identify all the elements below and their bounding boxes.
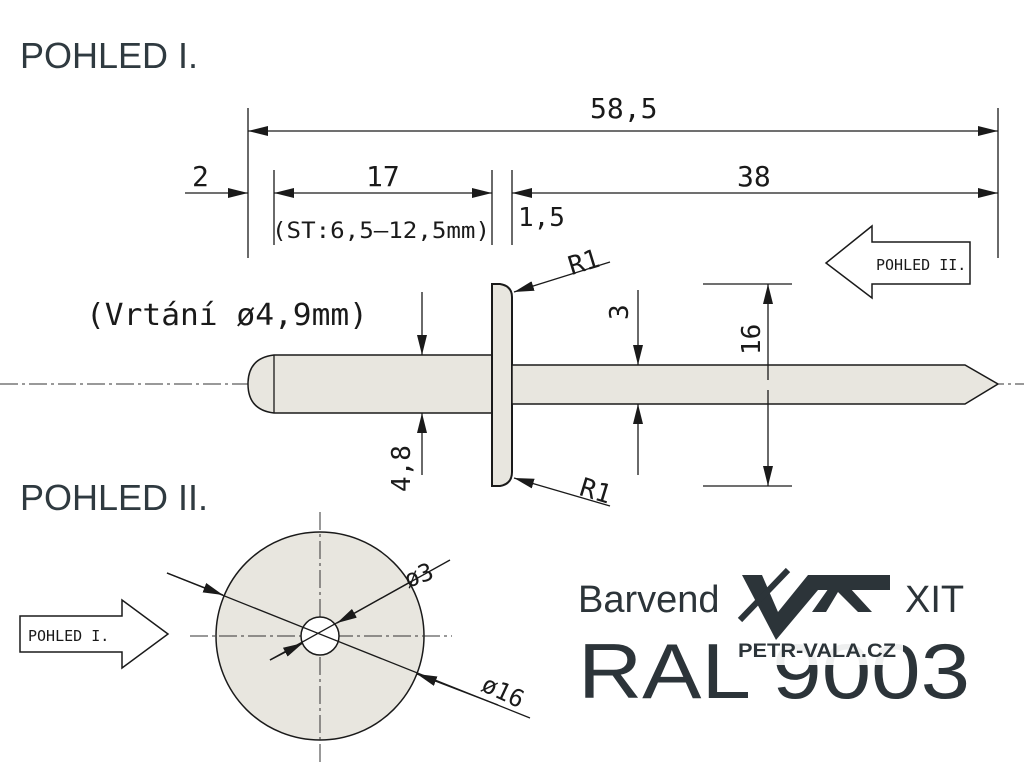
petr-vala-logo-icon: PETR-VALA.CZ — [735, 565, 903, 665]
view2-arrow-label: POHLED II. — [876, 256, 966, 274]
view2-heading: POHLED II. — [20, 477, 208, 518]
dim-head-diameter-group — [703, 283, 792, 487]
dim-mandrel-length: 38 — [737, 160, 771, 193]
dim-mandrel-diameter: 3 — [605, 304, 635, 320]
dim-body-diameter: 4,8 — [387, 445, 417, 492]
view2-direction-arrow: POHLED II. — [824, 224, 971, 300]
dim-total-length: 58,5 — [590, 92, 657, 125]
dim-grip-range: (ST:6,5–12,5mm) — [272, 219, 490, 244]
dim-radius-bottom: R1 — [576, 473, 615, 511]
watermark-text: PETR-VALA.CZ — [738, 641, 896, 662]
view1-heading: POHLED I. — [20, 35, 198, 76]
rivet-end-view — [190, 512, 452, 762]
color-note-line1: Barvend — [578, 579, 720, 621]
dim-head-thickness: 1,5 — [518, 203, 565, 233]
leader-radius-bottom — [513, 477, 611, 507]
drilling-note: (Vrtání ø4,9mm) — [86, 298, 368, 333]
rivet-mandrel — [511, 364, 1000, 405]
mandrel-hole-circle — [300, 616, 340, 656]
rivet-side-view — [247, 283, 1000, 487]
dim-view2-small-diameter: ø16 — [477, 670, 528, 714]
rivet-head — [491, 283, 513, 487]
dim-offset: 2 — [192, 160, 209, 193]
dim-radius-top: R1 — [565, 244, 604, 282]
view1-arrow-label: POHLED I. — [28, 627, 109, 645]
leader-radius-top — [513, 261, 611, 293]
view1-direction-arrow: POHLED I. — [19, 598, 170, 670]
rivet-body — [247, 354, 492, 414]
dim-body-length: 17 — [366, 160, 400, 193]
color-note-line1-end: XIT — [905, 579, 964, 621]
dim-head-diameter: 16 — [737, 324, 767, 355]
